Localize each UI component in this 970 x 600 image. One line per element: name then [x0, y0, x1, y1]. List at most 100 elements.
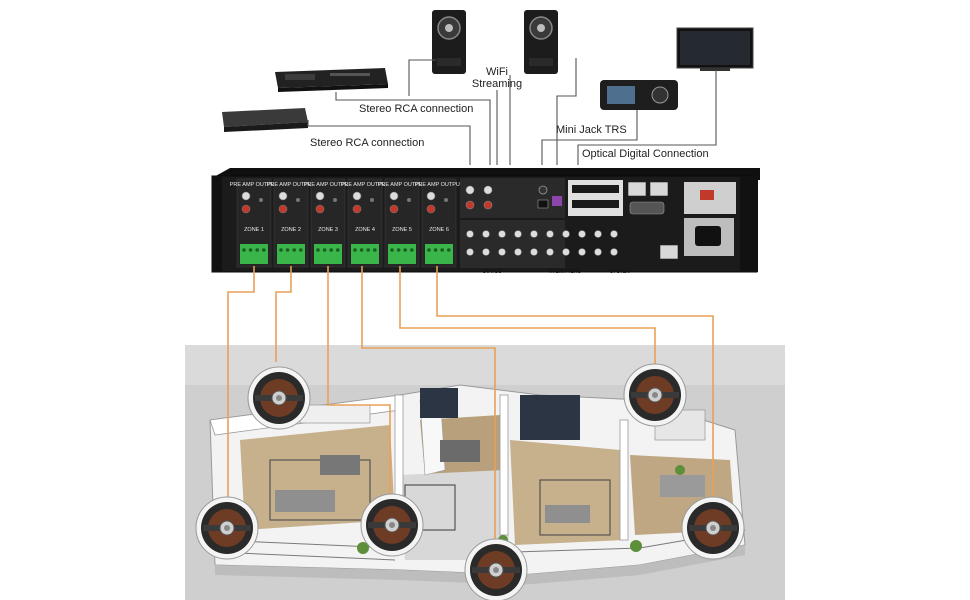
- tweeter-center: [710, 525, 716, 531]
- ceiling-speaker-zone-5: [623, 363, 687, 427]
- zone-header-label: PRE AMP OUTPUT: [230, 182, 279, 188]
- zone-label: ZONE 2: [281, 227, 301, 233]
- multi-zone-amplifier: PRE AMP OUTPUT ZONE 1 PRE AMP OUTPUT ZONE 2…: [211, 168, 760, 275]
- rca-jack-red: [241, 204, 251, 214]
- zone-module-6: PRE AMP OUTPUT ZONE 6: [415, 178, 464, 268]
- terminal-screw: [316, 248, 320, 252]
- terminal-screw: [366, 248, 371, 252]
- label-status: STATUS: [483, 269, 503, 275]
- ir-jack: [610, 248, 618, 256]
- zone-screw: [370, 198, 374, 202]
- label-stereo-rca-upper: Stereo RCA connection: [359, 103, 473, 115]
- terminal-screw: [299, 248, 303, 252]
- source-cable: [335, 92, 491, 165]
- ir-jack: [594, 230, 602, 238]
- terminal-screw: [329, 248, 334, 252]
- rca-jack-red: [352, 204, 362, 214]
- optical-input: [537, 199, 549, 209]
- terminal-screw: [292, 248, 297, 252]
- zone-label: ZONE 6: [429, 227, 449, 233]
- speaker-terminal-block: [277, 244, 305, 264]
- wifi-speaker-right: [524, 10, 558, 74]
- terminal-screw: [396, 248, 401, 252]
- terminal-screw: [255, 248, 259, 252]
- rca-jack-white: [278, 191, 288, 201]
- label-streaming: Streaming: [472, 78, 522, 90]
- ceiling-speaker-zone-6: [681, 496, 745, 560]
- terminal-screw: [322, 248, 327, 252]
- ir-jack: [562, 248, 570, 256]
- tweeter-center: [389, 522, 395, 528]
- ir-jack: [466, 248, 474, 256]
- network-and-power-ports: [568, 180, 736, 260]
- speaker-wire: [227, 266, 255, 520]
- rca-jack-white: [426, 191, 436, 201]
- zone-label: ZONE 4: [355, 227, 375, 233]
- speaker-wire: [275, 266, 292, 362]
- terminal-screw: [285, 248, 290, 252]
- source-connection-lines: [307, 58, 717, 165]
- source-cable: [541, 110, 638, 165]
- zone-header-label: PRE AMP OUTPUT: [304, 182, 353, 188]
- ir-jack: [546, 248, 554, 256]
- mini-jack-input: [538, 185, 548, 195]
- label-wifi: WiFi: [486, 66, 508, 78]
- source-cable: [408, 59, 436, 96]
- rca-jack-red: [426, 204, 436, 214]
- ceiling-speaker-zone-3: [360, 493, 424, 557]
- label-optical: Optical Digital Connection: [582, 148, 709, 160]
- terminal-screw: [359, 248, 364, 252]
- speaker-terminal-block: [314, 244, 342, 264]
- ir-jack: [546, 230, 554, 238]
- speaker-wire: [436, 266, 714, 500]
- terminal-screw: [440, 248, 445, 252]
- zone-header-label: PRE AMP OUTPUT: [415, 182, 464, 188]
- ir-jack: [594, 248, 602, 256]
- rca-jack-white: [241, 191, 251, 201]
- rca-jack-red: [278, 204, 288, 214]
- ir-jack: [562, 230, 570, 238]
- terminal-screw: [410, 248, 414, 252]
- zone-module-4: PRE AMP OUTPUT ZONE 4: [341, 178, 390, 268]
- terminal-screw: [279, 248, 283, 252]
- audio-input-section: STATUS IR EMITTERS SYSTEM: [460, 178, 630, 275]
- tweeter-center: [224, 525, 230, 531]
- zone-header-label: PRE AMP OUTPUT: [341, 182, 390, 188]
- ir-jack: [482, 230, 490, 238]
- zone-header-label: PRE AMP OUTPUT: [267, 182, 316, 188]
- label-mini-jack: Mini Jack TRS: [556, 124, 627, 136]
- speaker-terminal-block: [425, 244, 453, 264]
- zone-screw: [444, 198, 448, 202]
- ir-jack: [482, 248, 490, 256]
- optical-port-cover: [552, 196, 562, 206]
- ceiling-speaker-zone-1: [195, 496, 259, 560]
- rca-input-jack: [483, 185, 493, 195]
- speaker-terminal-block: [388, 244, 416, 264]
- ir-jack: [610, 230, 618, 238]
- tweeter-center: [276, 395, 282, 401]
- source-cable: [577, 70, 717, 165]
- label-stereo-rca-lower: Stereo RCA connection: [310, 137, 424, 149]
- zone-module-3: PRE AMP OUTPUT ZONE 3: [304, 178, 353, 268]
- television: [676, 27, 754, 71]
- wifi-speaker-left: [432, 10, 466, 74]
- source-cable: [307, 120, 471, 165]
- speaker-wire: [361, 266, 496, 555]
- zone-screw: [407, 198, 411, 202]
- speaker-wire: [327, 266, 391, 500]
- tweeter-center: [652, 392, 658, 398]
- rca-input-jack: [483, 200, 493, 210]
- zone-label: ZONE 3: [318, 227, 338, 233]
- zone-module-1: PRE AMP OUTPUT ZONE 1: [230, 178, 279, 268]
- terminal-screw: [447, 248, 451, 252]
- rca-jack-white: [315, 191, 325, 201]
- terminal-screw: [373, 248, 377, 252]
- zone-screw: [296, 198, 300, 202]
- connection-labels: WiFi Streaming Stereo RCA connection Ste…: [310, 66, 709, 160]
- terminal-screw: [433, 248, 438, 252]
- rca-jack-red: [315, 204, 325, 214]
- zone-screw: [333, 198, 337, 202]
- zone-label: ZONE 1: [244, 227, 264, 233]
- terminal-screw: [262, 248, 266, 252]
